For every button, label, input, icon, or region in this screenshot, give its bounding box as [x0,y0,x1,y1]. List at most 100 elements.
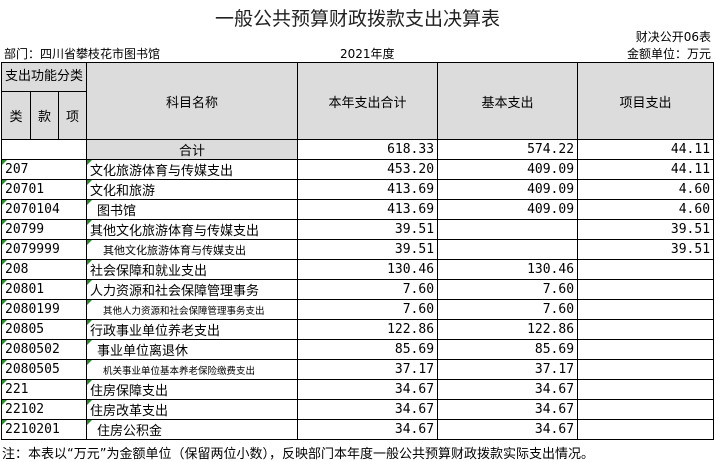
row-total: 34.67 [297,399,439,420]
row-basic: 409.09 [437,199,579,220]
header-xiang: 项 [57,91,88,140]
row-code: 208 [0,259,88,280]
row-subject-name: 行政事业单位养老支出 [86,319,299,340]
row-code: 2080505 [0,359,88,380]
row-total: 453.20 [297,159,439,180]
row-basic: 85.69 [437,339,579,360]
row-basic: 7.60 [437,279,579,300]
department-label: 部门：四川省攀枝花市图书馆 [4,47,161,61]
row-project: 44.11 [577,159,715,180]
row-total: 85.69 [297,339,439,360]
row-code: 20701 [0,179,88,200]
row-subject-name: 文化旅游体育与传媒支出 [86,159,299,180]
row-basic: 409.09 [437,179,579,200]
row-basic: 34.67 [437,379,579,400]
sum-project: 44.11 [577,139,715,160]
sum-total: 618.33 [297,139,439,160]
row-basic: 122.86 [437,319,579,340]
expenditure-table: 支出功能分类 科目名称 本年支出合计 基本支出 项目支出 类 款 项 合计 61… [0,62,715,440]
row-project: 39.51 [577,219,715,240]
row-project: 39.51 [577,239,715,260]
row-basic: 34.67 [437,399,579,420]
row-code: 2079999 [0,239,88,260]
row-project [577,379,715,400]
row-basic: 130.46 [437,259,579,280]
row-code: 2210201 [0,419,88,440]
row-total: 130.46 [297,259,439,280]
fiscal-year: 2021年度 [340,47,395,61]
row-code: 20805 [0,319,88,340]
row-code: 221 [0,379,88,400]
sum-label: 合计 [86,139,299,160]
row-total: 7.60 [297,279,439,300]
row-subject-name: 住房改革支出 [86,399,299,420]
row-code: 2070104 [0,199,88,220]
row-basic: 34.67 [437,419,579,440]
row-project [577,399,715,420]
row-basic [437,239,579,260]
row-project [577,279,715,300]
row-project [577,319,715,340]
row-code: 20801 [0,279,88,300]
row-subject-name: 其他文化旅游体育与传媒支出 [86,239,299,260]
sum-basic: 574.22 [437,139,579,160]
row-subject-name: 住房公积金 [86,419,299,440]
sum-row: 合计 618.33 574.22 44.11 [0,139,715,160]
row-total: 34.67 [297,419,439,440]
row-total: 39.51 [297,219,439,240]
row-project [577,299,715,320]
row-code: 207 [0,159,88,180]
row-code: 2080199 [0,299,88,320]
header-basic: 基本支出 [437,62,579,140]
row-subject-name: 社会保障和就业支出 [86,259,299,280]
header-total: 本年支出合计 [297,62,439,140]
row-subject-name: 事业单位离退休 [86,339,299,360]
row-basic: 37.17 [437,359,579,380]
row-basic: 7.60 [437,299,579,320]
row-subject-name: 人力资源和社会保障管理事务 [86,279,299,300]
row-project [577,359,715,380]
header-func-class: 支出功能分类 [0,62,88,92]
row-subject-name: 文化和旅游 [86,179,299,200]
row-code: 2080502 [0,339,88,360]
row-code: 20799 [0,219,88,240]
row-total: 413.69 [297,199,439,220]
row-total: 34.67 [297,379,439,400]
row-total: 37.17 [297,359,439,380]
header-kuan: 款 [30,91,59,140]
form-code: 财决公开06表 [635,30,711,44]
row-subject-name: 其他文化旅游体育与传媒支出 [86,219,299,240]
row-subject-name: 其他人力资源和社会保障管理事务支出 [86,299,299,320]
row-basic [437,219,579,240]
row-total: 39.51 [297,239,439,260]
sum-row-blank [0,139,88,160]
row-total: 413.69 [297,179,439,200]
row-code: 22102 [0,399,88,420]
row-subject-name: 机关事业单位基本养老保险缴费支出 [86,359,299,380]
row-project [577,259,715,280]
row-subject-name: 图书馆 [86,199,299,220]
row-basic: 409.09 [437,159,579,180]
row-total: 122.86 [297,319,439,340]
row-project: 4.60 [577,199,715,220]
header-lei: 类 [1,91,31,140]
footnote: 注：本表以“万元”为金额单位（保留两位小数），反映部门本年度一般公共预算财政拨款… [2,447,594,462]
header-project: 项目支出 [577,62,715,140]
row-total: 7.60 [297,299,439,320]
row-subject-name: 住房保障支出 [86,379,299,400]
page-title: 一般公共预算财政拨款支出决算表 [214,8,500,30]
